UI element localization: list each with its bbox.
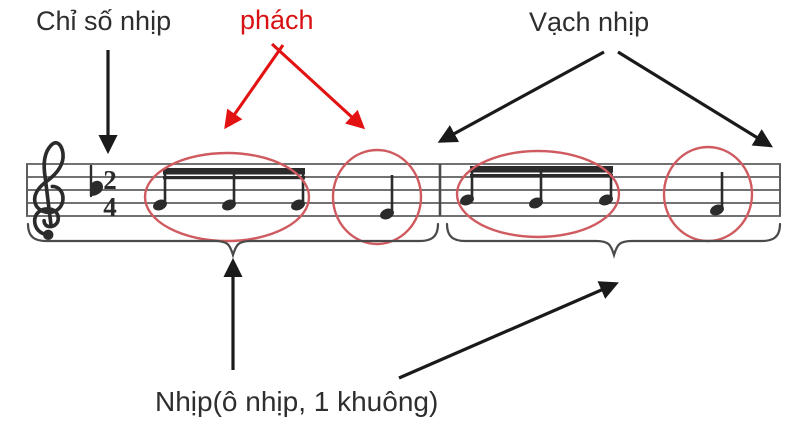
beat-arrow-right — [270, 42, 366, 130]
beat-circle-m1 — [331, 148, 423, 246]
measure-brace-second — [445, 222, 782, 259]
music-staff: 2 4 — [26, 140, 781, 241]
label-barline: Vạch nhịp — [529, 7, 650, 37]
time-signature-glyph: 2 4 — [103, 165, 117, 222]
beat-ellipse-m1 — [143, 151, 311, 243]
label-beat: phách — [240, 5, 314, 35]
beat-highlight-rings — [143, 145, 754, 246]
barline-arrow-right — [617, 50, 773, 148]
svg-text:4: 4 — [103, 192, 117, 222]
svg-text:2: 2 — [103, 165, 117, 195]
measure-brace-first — [26, 222, 440, 259]
measure-arrow-second — [398, 281, 619, 380]
quarter-note-m2 — [708, 172, 726, 218]
beat-circle-m2 — [662, 145, 754, 243]
beat-arrow-left — [224, 44, 285, 130]
barline-arrow-left — [437, 50, 605, 143]
beamed-note-group-m1 — [151, 168, 307, 213]
staff-lines — [26, 163, 781, 217]
flat-sign-icon — [89, 164, 103, 198]
label-time-signature: Chỉ số nhịp — [36, 6, 172, 36]
quarter-note-m1 — [378, 175, 396, 222]
beat-ellipse-m2 — [455, 149, 621, 239]
label-measure: Nhịp(ô nhịp, 1 khuông) — [155, 386, 439, 417]
treble-clef-icon — [32, 140, 65, 241]
